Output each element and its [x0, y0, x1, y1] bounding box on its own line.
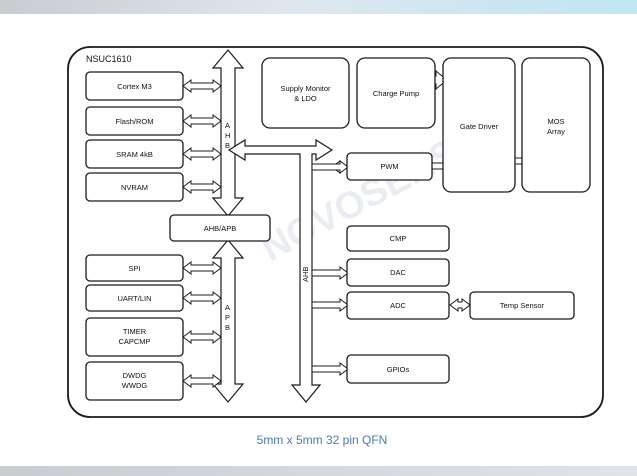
cortex-m3-block	[85, 71, 184, 101]
sram-block	[85, 139, 184, 169]
cmp-label: CMP	[390, 234, 407, 243]
array-label: Array	[547, 127, 565, 136]
nvram-block	[85, 172, 184, 202]
capcmp-label: CAPCMP	[118, 337, 150, 346]
pwm-label: PWM	[380, 162, 398, 171]
ahb-left-letter-a: A	[225, 121, 230, 130]
chip-frame	[67, 46, 604, 418]
dwdg-label: DWDG	[123, 371, 147, 380]
flash-rom-block	[85, 106, 184, 136]
apb-left-letter-a: A	[225, 303, 230, 312]
temp-sensor-block	[469, 291, 575, 320]
pwm-block	[346, 152, 433, 181]
wwdg-label: WWDG	[122, 381, 148, 390]
uart-lin-label: UART/LIN	[117, 294, 151, 303]
nvram-label: NVRAM	[121, 183, 148, 192]
adc-block	[346, 291, 450, 320]
gpios-block	[346, 354, 450, 384]
mos-label: MOS	[547, 117, 564, 126]
apb-left-letter-b: B	[225, 323, 230, 332]
charge-pump-label: Charge Pump	[373, 89, 419, 98]
temp-sensor-label: Temp Sensor	[500, 301, 545, 310]
supply-monitor-label: Supply Monitor	[280, 84, 331, 93]
ldo-label: & LDO	[294, 94, 317, 103]
left-connectors	[182, 79, 222, 388]
gate-driver-label: Gate Driver	[460, 122, 499, 131]
ahb-central-label: AHB	[301, 267, 310, 282]
dwdg-wwdg-block	[85, 361, 184, 401]
cortex-m3-label: Cortex M3	[117, 82, 152, 91]
cmp-block	[346, 225, 450, 252]
dac-block	[346, 258, 450, 287]
uart-lin-block	[85, 284, 184, 312]
ahb-apb-label: AHB/APB	[204, 224, 237, 233]
ahb-apb-bridge-block	[169, 214, 271, 242]
bottom-decorative-band	[0, 466, 637, 476]
top-decorative-band	[0, 0, 637, 14]
package-caption: 5mm x 5mm 32 pin QFN	[257, 433, 388, 447]
adc-label: ADC	[390, 301, 406, 310]
dac-label: DAC	[390, 268, 406, 277]
charge-pump-block	[356, 57, 436, 129]
flash-rom-label: Flash/ROM	[116, 117, 154, 126]
gate-driver-block	[442, 57, 516, 193]
ahb-left-letter-b: B	[225, 141, 230, 150]
apb-left-letter-p: P	[225, 313, 230, 322]
spi-label: SPI	[128, 264, 140, 273]
supply-monitor-ldo-block	[261, 57, 350, 129]
spi-block	[85, 254, 184, 282]
timer-capcmp-block	[85, 317, 184, 357]
gpios-label: GPIOs	[387, 365, 410, 374]
ahb-left-letter-h: H	[225, 131, 230, 140]
sram-label: SRAM 4kB	[116, 150, 153, 159]
timer-label: TIMER	[123, 327, 147, 336]
apb-left-bus-arrow	[211, 239, 245, 403]
chip-name: NSUC1610	[86, 54, 132, 64]
mos-array-block	[521, 57, 591, 193]
